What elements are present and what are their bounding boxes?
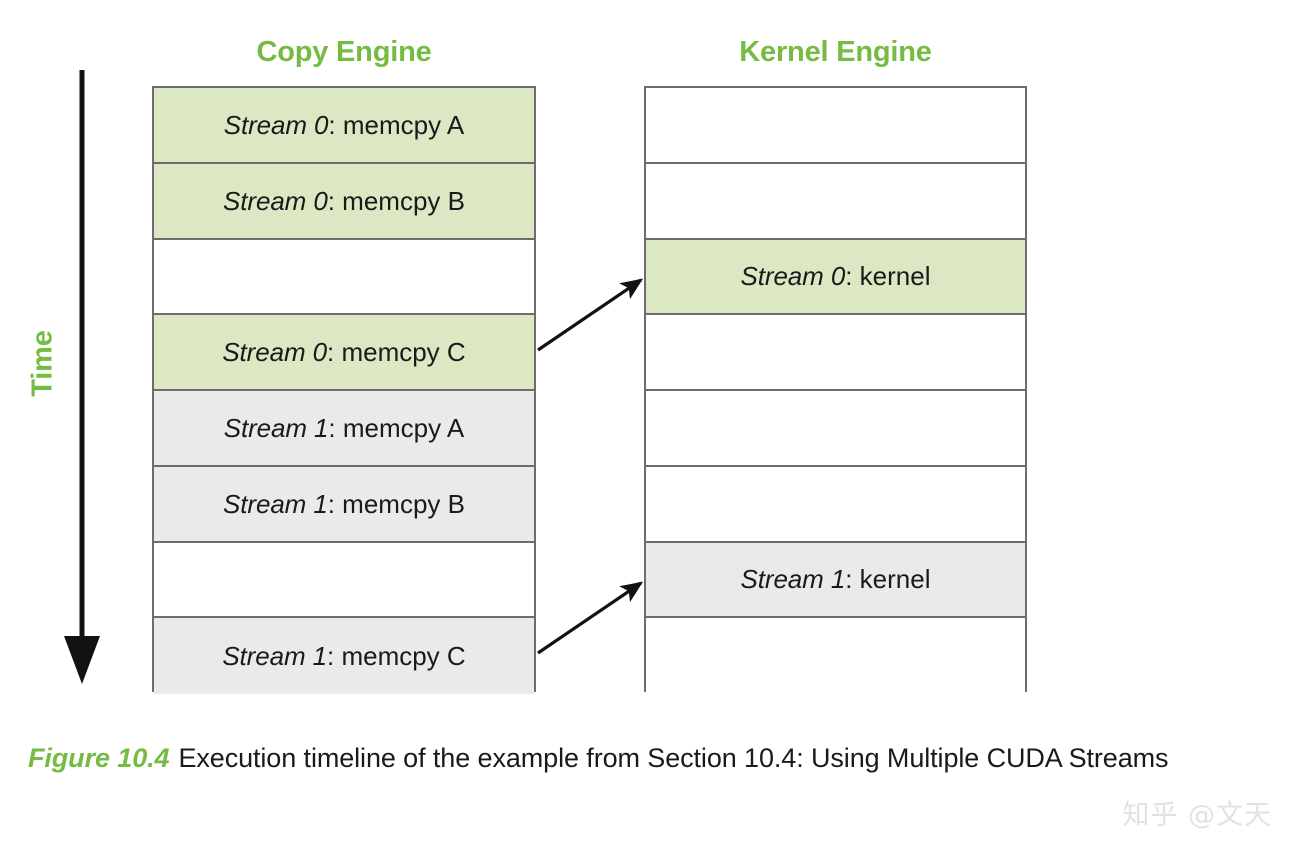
figure-area: Copy Engine Kernel Engine Time Stream 0:… bbox=[0, 36, 1027, 694]
slot-label: Stream 0: memcpy C bbox=[222, 339, 465, 365]
copy-engine-slot-7: Stream 1: memcpy C bbox=[154, 618, 534, 694]
slot-stream: Stream 1 bbox=[740, 564, 846, 595]
slot-stream: Stream 0 bbox=[222, 337, 327, 368]
copy-engine-column: Stream 0: memcpy A Stream 0: memcpy B St… bbox=[152, 86, 536, 694]
slot-op: : kernel bbox=[845, 564, 931, 595]
slot-op: : memcpy B bbox=[327, 185, 465, 216]
slot-op: : memcpy C bbox=[327, 641, 466, 672]
kernel-engine-slot-6: Stream 1: kernel bbox=[646, 542, 1025, 619]
copy-engine-slot-2 bbox=[154, 239, 534, 316]
kernel-engine-slot-1 bbox=[646, 163, 1025, 240]
slot-stream: Stream 1 bbox=[222, 641, 327, 672]
slot-op: : memcpy C bbox=[327, 337, 466, 368]
slot-stream: Stream 1 bbox=[223, 488, 328, 519]
slot-stream: Stream 0 bbox=[223, 109, 329, 140]
slot-stream: Stream 1 bbox=[223, 412, 329, 443]
dependency-arrow-stream0 bbox=[537, 278, 644, 352]
kernel-engine-slot-5 bbox=[646, 466, 1025, 543]
time-axis: Time bbox=[0, 70, 140, 690]
copy-engine-slot-6 bbox=[154, 542, 534, 619]
copy-engine-slot-1: Stream 0: memcpy B bbox=[154, 163, 534, 240]
kernel-engine-slot-2: Stream 0: kernel bbox=[646, 239, 1025, 316]
kernel-engine-slot-3 bbox=[646, 315, 1025, 391]
figure-number: Figure 10.4 bbox=[28, 743, 170, 773]
slot-label: Stream 0: memcpy B bbox=[223, 188, 465, 214]
figure-caption-text: Execution timeline of the example from S… bbox=[178, 743, 1169, 773]
slot-op: : memcpy A bbox=[328, 109, 465, 140]
slot-label: Stream 0: kernel bbox=[741, 263, 931, 289]
kernel-engine-slot-7 bbox=[646, 618, 1025, 694]
time-arrow-icon bbox=[64, 70, 100, 684]
watermark: 知乎 @文天 bbox=[1122, 800, 1272, 831]
slot-label: Stream 1: memcpy C bbox=[222, 643, 465, 669]
figure-caption: Figure 10.4 Execution timeline of the exa… bbox=[28, 740, 1268, 778]
slot-label: Stream 1: kernel bbox=[741, 566, 931, 592]
copy-engine-slot-5: Stream 1: memcpy B bbox=[154, 466, 534, 543]
slot-op: : kernel bbox=[845, 261, 931, 292]
slot-label: Stream 0: memcpy A bbox=[224, 112, 465, 138]
slot-op: : memcpy B bbox=[327, 488, 465, 519]
copy-engine-header: Copy Engine bbox=[256, 36, 432, 68]
kernel-engine-slot-0 bbox=[646, 88, 1025, 164]
dependency-arrow-stream1 bbox=[537, 581, 644, 655]
copy-engine-slot-3: Stream 0: memcpy C bbox=[154, 315, 534, 391]
kernel-engine-slot-4 bbox=[646, 391, 1025, 467]
slot-stream: Stream 0 bbox=[740, 261, 846, 292]
time-axis-label: Time bbox=[26, 330, 59, 397]
slot-label: Stream 1: memcpy A bbox=[224, 415, 465, 441]
slot-stream: Stream 0 bbox=[223, 185, 328, 216]
copy-engine-slot-4: Stream 1: memcpy A bbox=[154, 391, 534, 467]
kernel-engine-header: Kernel Engine bbox=[739, 36, 932, 68]
slot-label: Stream 1: memcpy B bbox=[223, 491, 465, 517]
slot-op: : memcpy A bbox=[328, 412, 465, 443]
kernel-engine-column: Stream 0: kernel Stream 1: kernel bbox=[644, 86, 1027, 694]
copy-engine-slot-0: Stream 0: memcpy A bbox=[154, 88, 534, 164]
